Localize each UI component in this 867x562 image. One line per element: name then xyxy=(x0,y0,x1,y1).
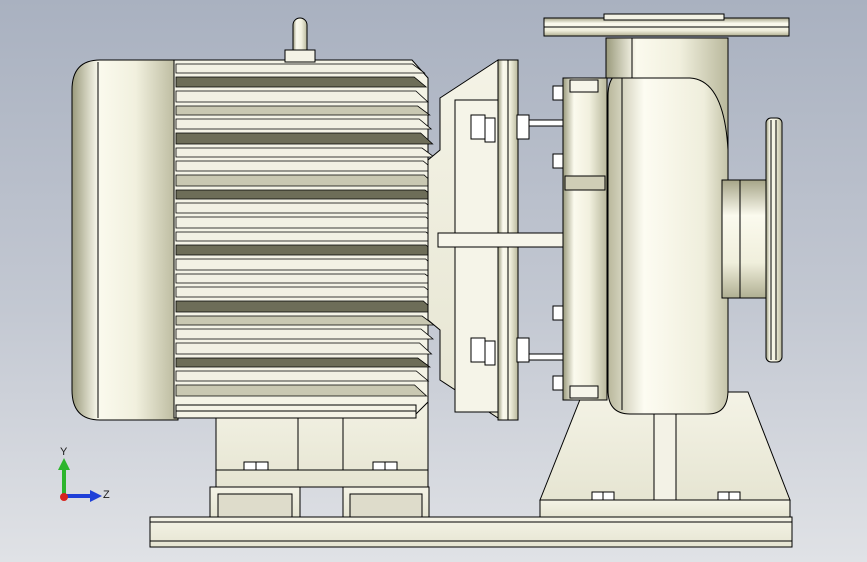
cooling-fin xyxy=(175,244,440,256)
back-plate xyxy=(552,77,608,401)
cooling-fin xyxy=(175,90,429,103)
y-axis-arrowhead xyxy=(58,458,70,470)
discharge-nozzle xyxy=(543,13,790,151)
cooling-fin xyxy=(175,189,439,200)
pump-pedestal xyxy=(539,391,791,518)
cooling-fin xyxy=(175,273,439,284)
cooling-fin xyxy=(175,118,433,130)
flange-bolts xyxy=(552,79,599,399)
z-axis-arrowhead xyxy=(90,490,102,502)
lifting-eye xyxy=(284,17,316,63)
cooling-fin xyxy=(175,174,438,187)
cooling-fin xyxy=(175,160,437,172)
motor-end-cap xyxy=(71,59,179,421)
cooling-fin xyxy=(175,300,437,313)
cooling-fin xyxy=(175,384,428,397)
x-axis-dot xyxy=(60,493,68,501)
cooling-fin xyxy=(175,357,432,368)
cooling-fins xyxy=(175,63,440,397)
volute-casing xyxy=(607,69,729,415)
cooling-fin xyxy=(175,216,439,229)
motor-body xyxy=(173,59,440,419)
axis-triad: Y Z xyxy=(58,446,110,502)
cooling-fin xyxy=(175,315,436,326)
cooling-fin xyxy=(175,63,426,74)
cooling-fin xyxy=(175,328,435,340)
cooling-fin xyxy=(175,132,434,145)
y-axis-label: Y xyxy=(60,446,68,458)
suction-nozzle xyxy=(721,117,783,363)
cooling-fin xyxy=(175,76,428,88)
cooling-fin xyxy=(175,231,440,242)
cooling-fin xyxy=(175,147,436,158)
cooling-fin xyxy=(175,286,438,298)
base-rail xyxy=(149,516,793,548)
bracket-bolts xyxy=(470,114,530,366)
cooling-fin xyxy=(175,370,430,382)
cooling-fin xyxy=(175,202,439,214)
cooling-fin xyxy=(175,258,439,271)
adapter-bracket xyxy=(427,59,569,421)
cooling-fin xyxy=(175,342,433,355)
cooling-fin xyxy=(175,105,431,116)
z-axis-label: Z xyxy=(103,489,110,501)
